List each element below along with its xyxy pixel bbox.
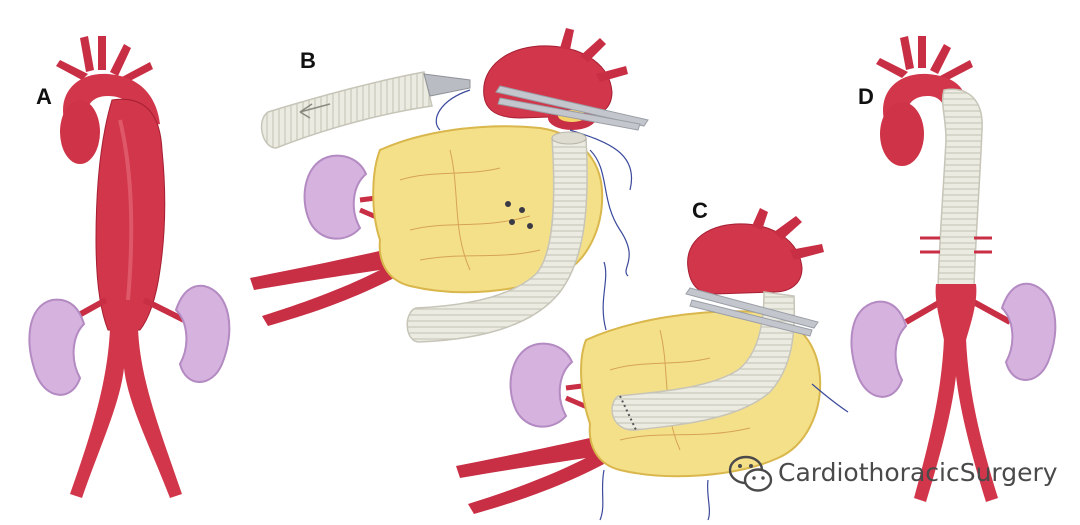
panel-d-reimplanted-intercostals xyxy=(920,236,992,254)
panel-d-iliac-arteries xyxy=(914,338,998,502)
panel-d-ascending-aorta xyxy=(880,102,924,166)
panel-b-arrow-icon xyxy=(299,103,331,119)
panel-a-right-kidney xyxy=(174,284,231,383)
panel-d-supra-aortic-branches xyxy=(876,36,973,82)
panel-d-left-kidney xyxy=(850,300,908,398)
panel-a-letter: A xyxy=(36,84,52,109)
panel-c-anastomosis xyxy=(619,395,637,431)
panel-d: D xyxy=(850,36,1057,502)
panel-b-graft-lower xyxy=(406,137,588,343)
panel-c-clamp xyxy=(685,287,819,337)
panel-a-aorta-highlight xyxy=(118,119,134,301)
watermark: CardiothoracicSurgery xyxy=(728,455,1058,492)
panel-c-letter: C xyxy=(692,198,708,223)
panel-c: C xyxy=(456,198,849,521)
panel-d-distal-anastomosis xyxy=(935,284,977,340)
panel-d-right-kidney xyxy=(1000,282,1057,381)
panel-d-graft xyxy=(937,88,983,287)
panel-b-sac-veins xyxy=(399,149,541,271)
panel-b-lumbar-ostia xyxy=(505,201,533,229)
panel-a-supra-aortic-branches xyxy=(56,36,153,84)
panel-c-suture-lines xyxy=(599,261,849,521)
panel-b-letter: B xyxy=(300,48,316,73)
panel-a-iliac-arteries xyxy=(70,328,182,498)
panel-b-clamp xyxy=(495,85,649,131)
panel-b: B xyxy=(250,28,649,343)
panel-b-graft-upper xyxy=(260,71,471,149)
panel-a: A xyxy=(28,36,231,498)
panel-c-aortic-arch xyxy=(687,208,824,295)
watermark-text: CardiothoracicSurgery xyxy=(778,458,1058,487)
panel-d-letter: D xyxy=(858,84,874,109)
panel-a-left-kidney xyxy=(28,298,86,396)
panel-c-graft xyxy=(611,291,796,431)
panel-a-ascending-aorta xyxy=(60,100,100,164)
panel-b-iliac-arteries xyxy=(250,248,398,326)
wechat-icon xyxy=(728,455,773,492)
panel-c-iliac-arteries xyxy=(456,436,604,514)
panel-b-graft-clamp xyxy=(423,73,471,97)
